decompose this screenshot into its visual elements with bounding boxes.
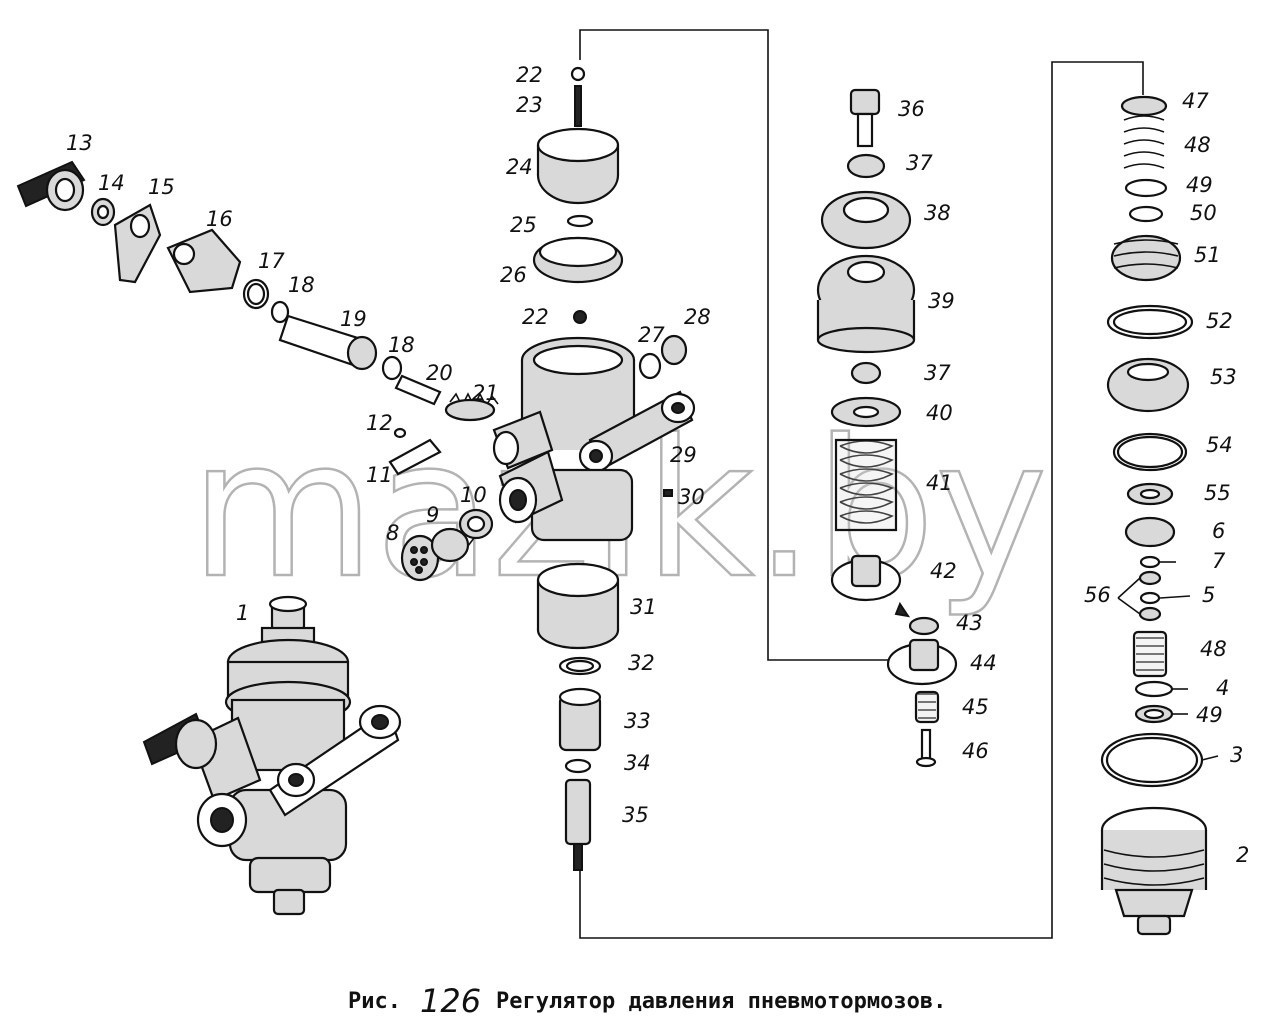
label-29: 29 [670,443,697,467]
label-33: 33 [624,709,651,733]
label-55: 55 [1204,481,1231,505]
label-11: 11 [366,463,393,487]
caption-number: 126 [420,982,481,1020]
label-13: 13 [66,131,93,155]
label-24: 24 [506,155,533,179]
label-6: 6 [1212,519,1225,543]
label-1: 1 [236,601,249,625]
label-31: 31 [630,595,657,619]
label-51: 51 [1194,243,1221,267]
label-14: 14 [98,171,125,195]
middle-right-column [816,88,958,768]
label-18a: 18 [288,273,315,297]
caption-text: Регулятор давления пневмотормозов. [496,989,946,1014]
label-34: 34 [624,751,651,775]
label-53: 53 [1210,365,1237,389]
label-48b: 48 [1200,637,1227,661]
label-42: 42 [930,559,957,583]
label-49b: 49 [1196,703,1223,727]
label-25: 25 [510,213,537,237]
label-52: 52 [1206,309,1233,333]
label-35: 35 [622,803,649,827]
label-41: 41 [926,471,953,495]
label-27: 27 [638,323,665,347]
label-30: 30 [678,485,705,509]
label-32: 32 [628,651,655,675]
label-37a: 37 [906,151,933,175]
label-12: 12 [366,411,393,435]
label-50: 50 [1190,201,1217,225]
label-49a: 49 [1186,173,1213,197]
label-21: 21 [472,381,499,405]
label-5: 5 [1202,583,1215,607]
label-15: 15 [148,175,175,199]
label-26: 26 [500,263,527,287]
label-8: 8 [386,521,399,545]
label-22b: 22 [522,305,549,329]
label-7: 7 [1212,549,1226,573]
label-45: 45 [962,695,989,719]
label-23: 23 [516,93,543,117]
label-54: 54 [1206,433,1233,457]
right-column [1100,95,1219,936]
label-17: 17 [258,249,285,273]
label-48a: 48 [1184,133,1211,157]
label-16: 16 [206,207,233,231]
label-20: 20 [426,361,453,385]
label-2: 2 [1236,843,1249,867]
label-28: 28 [684,305,711,329]
label-43: 43 [956,611,983,635]
figure-caption: Рис. 126 Регулятор давления пневмотормоз… [348,982,946,1020]
center-housing-column [492,66,696,871]
label-37b: 37 [924,361,951,385]
label-39: 39 [928,289,955,313]
label-18b: 18 [388,333,415,357]
label-36: 36 [898,97,925,121]
label-19: 19 [340,307,367,331]
label-56: 56 [1084,583,1111,607]
label-46: 46 [962,739,989,763]
label-3: 3 [1230,743,1243,767]
label-22a: 22 [516,63,543,87]
label-9: 9 [426,503,439,527]
part-labels: 1 2 3 4 5 6 7 8 9 10 11 12 13 14 15 16 1… [66,63,1249,867]
label-44: 44 [970,651,997,675]
caption-prefix: Рис. [348,989,401,1014]
label-47: 47 [1182,89,1209,113]
label-40: 40 [926,401,953,425]
label-10: 10 [460,483,487,507]
label-4: 4 [1216,676,1229,700]
left-subassembly [16,160,499,582]
label-38: 38 [924,201,951,225]
assembled-regulator [142,595,402,916]
